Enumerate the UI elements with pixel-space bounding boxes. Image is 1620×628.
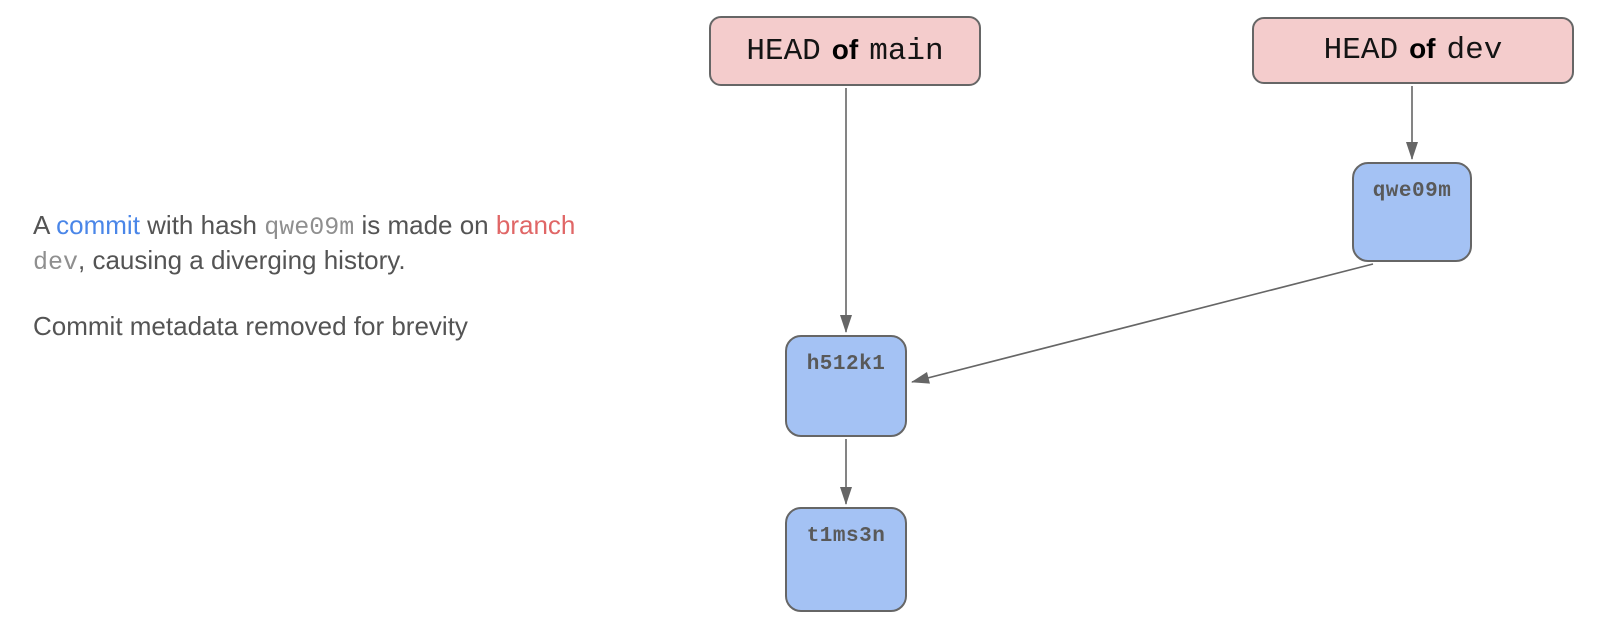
of-word: of: [831, 33, 859, 65]
note-paragraph-1: A commit with hash qwe09m is made on bra…: [33, 209, 633, 279]
note-text: A: [33, 210, 57, 240]
note-paragraph-2: Commit metadata removed for brevity: [33, 311, 468, 341]
commit-node-label: qwe09m: [1372, 180, 1452, 203]
commit-link[interactable]: commit: [56, 210, 140, 240]
commit-node-t1ms3n: t1ms3n: [785, 507, 907, 612]
of-word: of: [1409, 33, 1436, 64]
note-text: , causing a diverging history.: [78, 245, 406, 275]
head-of-main-label: HEAD of main: [746, 34, 943, 69]
head-of-main-box: HEAD of main: [709, 16, 981, 86]
commit-node-label: h512k1: [806, 353, 886, 376]
head-of-dev-label: HEAD of dev: [1324, 33, 1503, 68]
commit-node-qwe09m: qwe09m: [1352, 162, 1472, 262]
head-of-dev-box: HEAD of dev: [1252, 17, 1574, 84]
branch-link[interactable]: branch: [495, 210, 576, 240]
head-word: HEAD: [746, 33, 821, 69]
head-word: HEAD: [1323, 33, 1399, 68]
note-panel: A commit with hash qwe09m is made on bra…: [33, 209, 633, 342]
branch-word-dev: dev: [1446, 33, 1503, 68]
edge-qwe09m-to-h512k1: [911, 263, 1374, 384]
branch-word-main: main: [869, 33, 944, 69]
commit-hash-code: qwe09m: [264, 213, 355, 242]
commit-node-h512k1: h512k1: [785, 335, 907, 437]
note-text: is made on: [354, 210, 496, 240]
note-text: with hash: [139, 210, 265, 240]
branch-name-code: dev: [33, 248, 79, 277]
commit-node-label: t1ms3n: [806, 525, 886, 548]
